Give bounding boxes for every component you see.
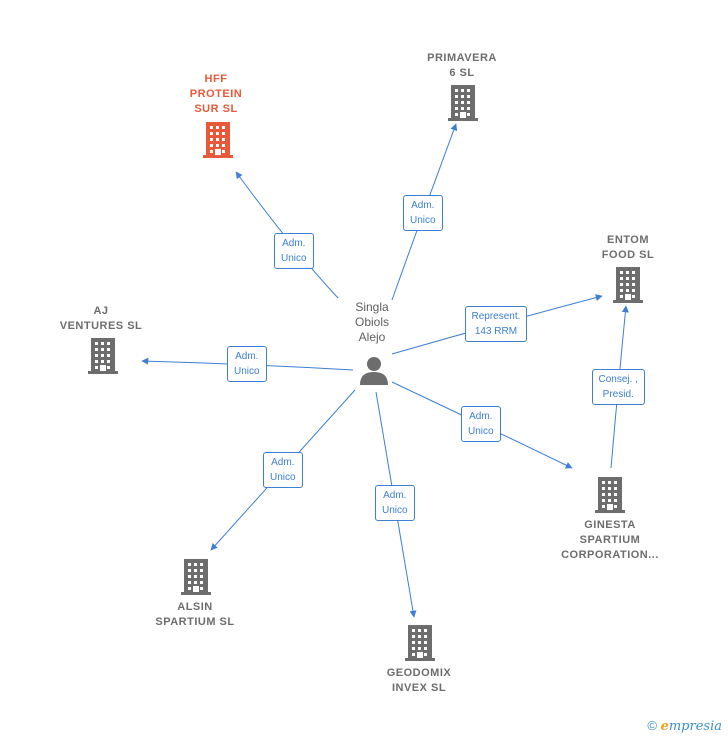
building-icon[interactable] bbox=[203, 122, 233, 158]
footer-brand: © empresia bbox=[647, 718, 722, 734]
company-node-entom[interactable] bbox=[613, 267, 643, 308]
relation-label-alsin[interactable]: Adm. Unico bbox=[263, 452, 303, 488]
company-node-ginesta[interactable] bbox=[595, 477, 625, 518]
relation-label-primavera[interactable]: Adm. Unico bbox=[403, 195, 443, 231]
building-icon[interactable] bbox=[405, 625, 435, 661]
building-icon[interactable] bbox=[181, 559, 211, 595]
brand-logo-initial: e bbox=[660, 719, 669, 734]
company-name-entom[interactable]: ENTOM FOOD SL bbox=[601, 234, 655, 261]
center-person-name[interactable]: Singla Obiols Alejo bbox=[354, 300, 389, 344]
relation-label-aj[interactable]: Adm. Unico bbox=[227, 346, 267, 382]
company-node-alsin[interactable] bbox=[181, 559, 211, 600]
relation-label-ginesta[interactable]: Adm. Unico bbox=[461, 406, 501, 442]
building-icon[interactable] bbox=[448, 85, 478, 121]
company-name-aj[interactable]: AJ VENTURES SL bbox=[59, 305, 143, 332]
person-icon[interactable] bbox=[358, 355, 390, 385]
company-node-primavera[interactable] bbox=[448, 85, 478, 126]
relation-label-entom[interactable]: Represent. 143 RRM bbox=[464, 306, 528, 342]
building-icon[interactable] bbox=[88, 338, 118, 374]
building-icon[interactable] bbox=[595, 477, 625, 513]
company-name-hff[interactable]: HFF PROTEIN SUR SL bbox=[189, 73, 243, 115]
company-name-alsin[interactable]: ALSIN SPARTIUM SL bbox=[155, 601, 235, 628]
copyright-icon: © bbox=[647, 718, 657, 733]
brand-logo-text: mpresia bbox=[668, 719, 722, 734]
company-name-primavera[interactable]: PRIMAVERA 6 SL bbox=[427, 52, 497, 79]
company-name-ginesta[interactable]: GINESTA SPARTIUM CORPORATION... bbox=[561, 519, 659, 561]
company-node-hff[interactable] bbox=[203, 122, 233, 163]
relation-label-ginesta-entom[interactable]: Consej. , Presid. bbox=[591, 369, 645, 405]
relation-label-hff[interactable]: Adm. Unico bbox=[274, 233, 314, 269]
company-name-geodomix[interactable]: GEODOMIX INVEX SL bbox=[386, 667, 452, 694]
company-node-geodomix[interactable] bbox=[405, 625, 435, 666]
company-node-aj[interactable] bbox=[88, 338, 118, 379]
relation-label-geodomix[interactable]: Adm. Unico bbox=[375, 485, 415, 521]
building-icon[interactable] bbox=[613, 267, 643, 303]
